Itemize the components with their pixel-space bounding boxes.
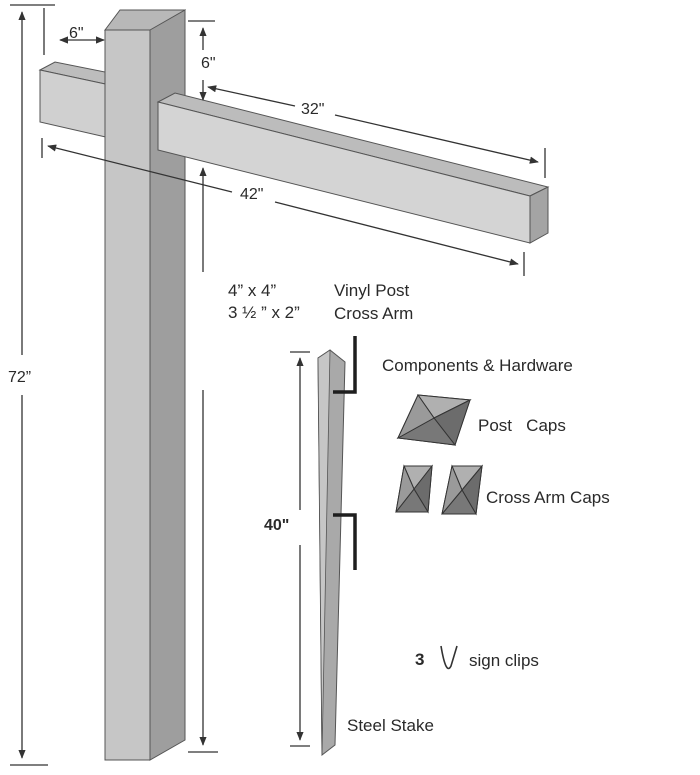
cross-arm-caps-label: Cross Arm Caps [486,488,610,507]
arm-length-outer-label: 32" [301,101,325,118]
steel-stake-label: Steel Stake [347,716,434,735]
arm-name-label: Cross Arm [334,304,414,323]
cross-arm [156,92,550,244]
cross-arm-left-stub [38,61,111,139]
clips-count: 3 [415,650,425,669]
clips-label: sign clips [469,651,539,670]
cross-arm-cap-icon [440,464,484,516]
arm-size-label: 3 ½ ” x 2” [228,303,300,322]
dimension-lines [10,4,546,766]
post-name-label: Vinyl Post [334,281,410,300]
cross-arm-cap-icon [394,464,434,514]
stake-brackets [333,336,357,570]
post-height-label: 72” [8,369,32,386]
post-cap-icon [396,394,472,447]
post-size-label: 4” x 4” [228,281,277,300]
post-width-label: 6" [69,25,84,42]
arm-length-total-label: 42" [240,186,264,203]
arm-offset-label: 6" [201,55,216,72]
sign-clip-icon [440,645,458,670]
stake-length-label: 40" [264,517,290,534]
components-heading: Components & Hardware [382,356,573,375]
post-caps-label: Post Caps [478,416,566,435]
vinyl-post [104,9,186,761]
steel-stake [317,349,346,757]
